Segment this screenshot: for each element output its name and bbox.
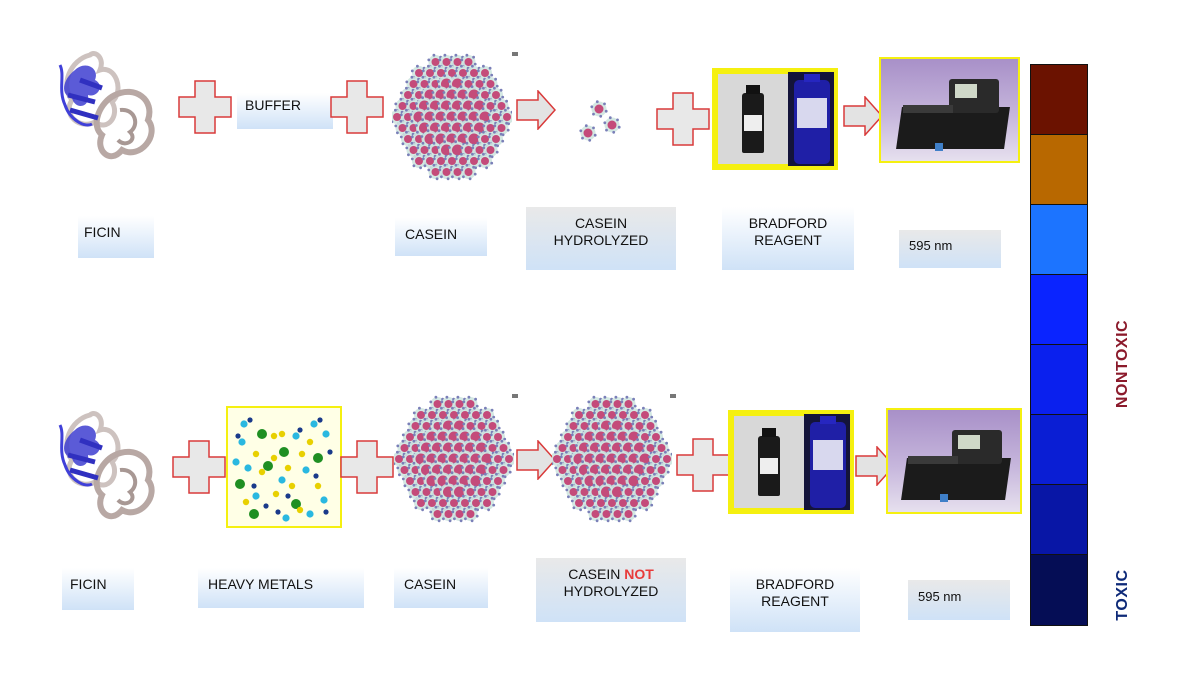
casein-not-hydrolyzed-label: CASEIN NOT HYDROLYZED [536,558,686,622]
heavy-metals-label: HEAVY METALS [198,568,364,608]
plus-icon [178,80,232,134]
scale-segment [1031,555,1087,625]
casein-label: CASEIN [395,218,487,256]
bradford-reagent-label: BRADFORD REAGENT [730,568,860,632]
reagent-bottle-small-icon [742,85,764,153]
plus-icon [340,440,394,494]
scale-segment [1031,135,1087,205]
scale-segment [1031,345,1087,415]
heavy-metals-text: HEAVY METALS [208,576,314,592]
plus-icon [172,440,226,494]
casein-micelle-icon [394,395,514,523]
ficin-text: FICIN [70,576,107,592]
casein-micelle-icon [392,53,512,181]
wavelength-label: 595 nm [908,580,1010,620]
casein-text: CASEIN [405,226,458,242]
casein-not-pre: CASEIN [568,566,621,582]
scale-segment [1031,275,1087,345]
reagent-bottle-large-icon [810,416,846,508]
bradford-line2: REAGENT [754,232,822,248]
hydrolyzed-fragments-icon [579,100,621,142]
buffer-text: BUFFER [245,97,301,113]
bradford-line2: REAGENT [761,593,829,609]
spectrophotometer-photo [879,57,1020,163]
ficin-text: FICIN [84,224,121,240]
spectrophotometer-photo [886,408,1022,514]
nontoxic-label: NONTOXIC [1114,319,1131,409]
right-arrow-icon [516,440,556,480]
scale-segment [1031,205,1087,275]
bradford-reagent-photo [712,68,838,170]
bradford-line1: BRADFORD [748,215,828,231]
small-mark-icon [670,394,676,398]
plus-icon [656,92,710,146]
bradford-line1: BRADFORD [755,576,835,592]
bradford-reagent-photo [728,410,854,514]
plus-icon [330,80,384,134]
casein-hydrolyzed-label: CASEIN HYDROLYZED [526,207,676,270]
casein-not-line1: CASEIN NOT [536,566,686,583]
right-arrow-icon [843,96,883,136]
casein-not-hydrolyzed-icon [552,395,672,523]
wavelength-text: 595 nm [909,238,953,253]
small-mark-icon [512,52,518,56]
heavy-metals-icon [226,406,342,528]
not-highlight: NOT [624,566,654,582]
reagent-bottle-large-icon [794,74,830,164]
scale-segment [1031,485,1087,555]
right-arrow-icon [855,446,895,486]
casein-label: CASEIN [394,568,488,608]
ficin-label: FICIN [62,568,134,610]
casein-hydrolyzed-line2: HYDROLYZED [553,232,649,248]
ficin-label: FICIN [78,216,154,258]
casein-hydrolyzed-line1: CASEIN [574,215,628,231]
casein-not-line2: HYDROLYZED [563,583,659,599]
casein-text: CASEIN [404,576,457,592]
small-mark-icon [512,394,518,398]
reagent-bottle-small-icon [758,428,780,496]
toxicity-color-scale [1030,64,1088,626]
wavelength-text: 595 nm [918,589,962,604]
toxic-label: TOXIC [1114,569,1131,621]
right-arrow-icon [516,90,556,130]
plus-icon [676,438,730,492]
ficin-protein-icon [58,411,155,520]
scale-segment [1031,65,1087,135]
scale-segment [1031,415,1087,485]
wavelength-label: 595 nm [899,230,1001,268]
buffer-label: BUFFER [237,93,333,129]
bradford-reagent-label: BRADFORD REAGENT [722,207,854,270]
ficin-protein-icon [58,51,155,160]
